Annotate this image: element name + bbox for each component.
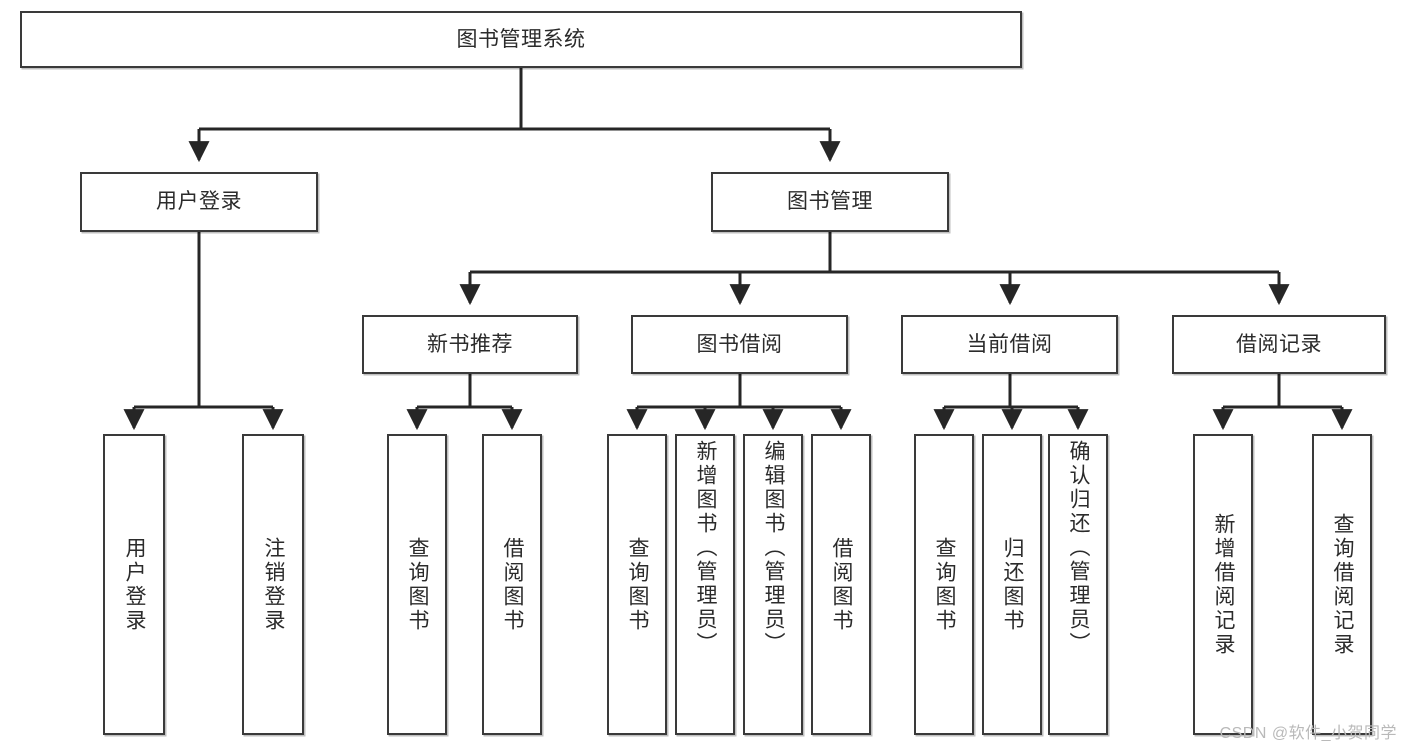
node-leaf-borrow-book-1[interactable]: 借阅图书 [482,434,542,735]
node-leaf-user-login[interactable]: 用户登录 [103,434,165,735]
node-leaf-query-book-1[interactable]: 查询图书 [387,434,447,735]
csdn-watermark: CSDN @软件_小贺同学 [1219,725,1397,742]
node-leaf-borrow-book-2[interactable]: 借阅图书 [811,434,871,735]
node-leaf-return-book-label: 归还图书 [1001,536,1025,633]
node-leaf-borrow-book-2-label: 借阅图书 [830,536,854,633]
node-leaf-add-record-label: 新增借阅记录 [1212,512,1236,657]
node-leaf-query-book-2-label: 查询图书 [626,536,650,633]
node-borrow-record[interactable]: 借阅记录 [1172,315,1386,374]
node-leaf-user-logout[interactable]: 注销登录 [242,434,304,735]
node-leaf-confirm-return-label: 确认归还（管理员） [1067,440,1091,656]
node-leaf-query-book-3-label: 查询图书 [933,536,957,633]
node-borrow-record-label: 借阅记录 [1236,332,1322,356]
node-new-book-rec-label: 新书推荐 [427,332,513,356]
node-user-login[interactable]: 用户登录 [80,172,318,232]
node-leaf-user-logout-label: 注销登录 [262,536,286,633]
node-book-borrow-label: 图书借阅 [696,332,783,356]
node-leaf-query-book-2[interactable]: 查询图书 [607,434,667,735]
node-new-book-rec[interactable]: 新书推荐 [362,315,578,374]
node-current-borrow-label: 当前借阅 [966,332,1053,356]
node-leaf-return-book[interactable]: 归还图书 [982,434,1042,735]
node-leaf-add-book[interactable]: 新增图书（管理员） [675,434,735,735]
node-leaf-query-record[interactable]: 查询借阅记录 [1312,434,1372,735]
node-leaf-query-book-1-label: 查询图书 [406,536,430,633]
node-leaf-add-book-label: 新增图书（管理员） [694,440,718,656]
node-book-borrow[interactable]: 图书借阅 [631,315,848,374]
node-user-login-label: 用户登录 [156,190,242,214]
node-leaf-add-record[interactable]: 新增借阅记录 [1193,434,1253,735]
node-leaf-confirm-return[interactable]: 确认归还（管理员） [1048,434,1108,735]
node-leaf-edit-book[interactable]: 编辑图书（管理员） [743,434,803,735]
node-leaf-borrow-book-1-label: 借阅图书 [501,536,525,633]
node-leaf-query-book-3[interactable]: 查询图书 [914,434,974,735]
node-root-label: 图书管理系统 [456,27,586,51]
node-leaf-query-record-label: 查询借阅记录 [1331,512,1355,657]
node-leaf-edit-book-label: 编辑图书（管理员） [762,440,786,656]
node-book-manage-label: 图书管理 [787,190,873,214]
node-leaf-user-login-label: 用户登录 [123,536,147,633]
node-book-manage[interactable]: 图书管理 [711,172,949,232]
node-root[interactable]: 图书管理系统 [20,11,1022,68]
node-current-borrow[interactable]: 当前借阅 [901,315,1118,374]
